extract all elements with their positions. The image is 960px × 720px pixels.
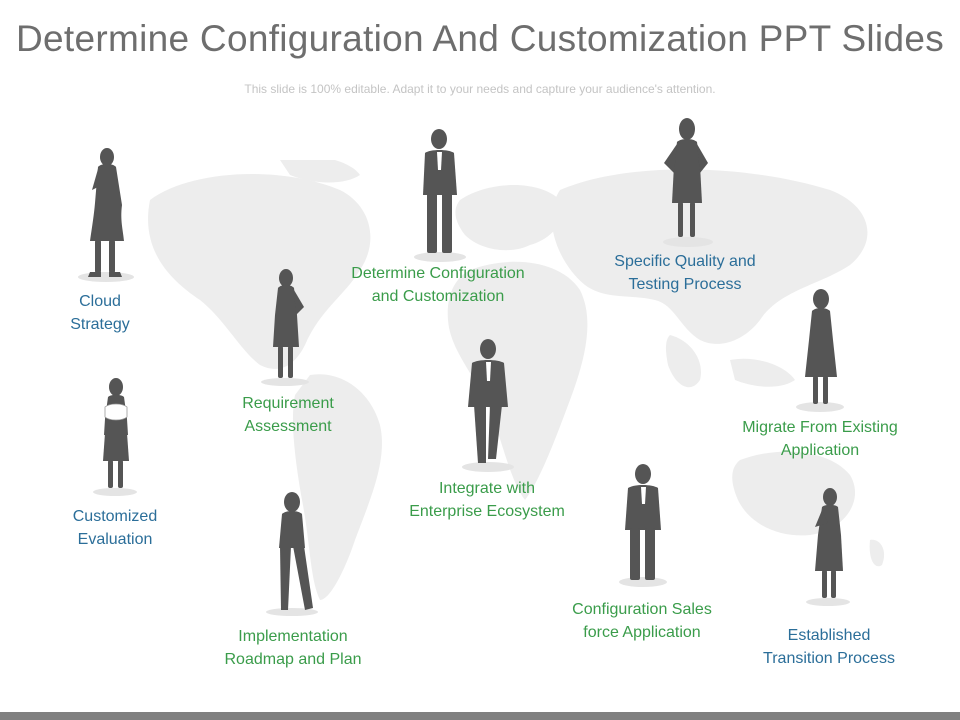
businesswoman-silhouette-icon	[806, 488, 850, 606]
figure-migrate-existing	[785, 285, 855, 415]
label-determine-configuration: Determine Configuration and Customizatio…	[351, 265, 525, 305]
label-customized-evaluation: Customized Evaluation	[72, 508, 158, 548]
figure-specific-quality	[650, 115, 726, 250]
label-specific-quality: Specific Quality and Testing Process	[614, 253, 756, 293]
figure-customized-evaluation	[82, 375, 148, 500]
figure-established-transition	[795, 485, 861, 610]
businessman-silhouette-icon	[462, 339, 514, 472]
figure-determine-configuration	[405, 125, 475, 265]
label-cloud-strategy: Cloud Strategy	[70, 293, 130, 333]
figure-implementation-roadmap	[255, 490, 329, 620]
businesswoman-silhouette-icon	[78, 148, 134, 282]
businesswoman-silhouette-icon	[796, 289, 844, 412]
label-implementation-roadmap: Implementation Roadmap and Plan	[224, 628, 362, 668]
businessman-silhouette-icon	[414, 129, 466, 262]
label-established-transition: Established Transition Process	[763, 627, 895, 667]
label-integrate-ecosystem: Integrate with Enterprise Ecosystem	[409, 480, 565, 520]
businesswoman-silhouette-icon	[663, 118, 713, 247]
businesswoman-silhouette-icon	[261, 269, 309, 386]
label-migrate-existing: Migrate From Existing Application	[742, 419, 898, 459]
businesswoman-silhouette-icon	[266, 492, 318, 616]
label-configuration-sales: Configuration Sales force Application	[572, 601, 712, 641]
businessman-silhouette-icon	[619, 464, 667, 587]
bottom-bar	[0, 712, 960, 720]
slide-subtitle: This slide is 100% editable. Adapt it to…	[244, 82, 716, 96]
figure-configuration-sales	[608, 460, 678, 590]
label-requirement-assessment: Requirement Assessment	[242, 395, 334, 435]
figure-cloud-strategy	[68, 145, 144, 285]
figure-integrate-ecosystem	[450, 335, 526, 475]
slide-title: Determine Configuration And Customizatio…	[15, 18, 945, 59]
figure-requirement-assessment	[250, 265, 320, 390]
businesswoman-silhouette-icon	[93, 378, 137, 496]
